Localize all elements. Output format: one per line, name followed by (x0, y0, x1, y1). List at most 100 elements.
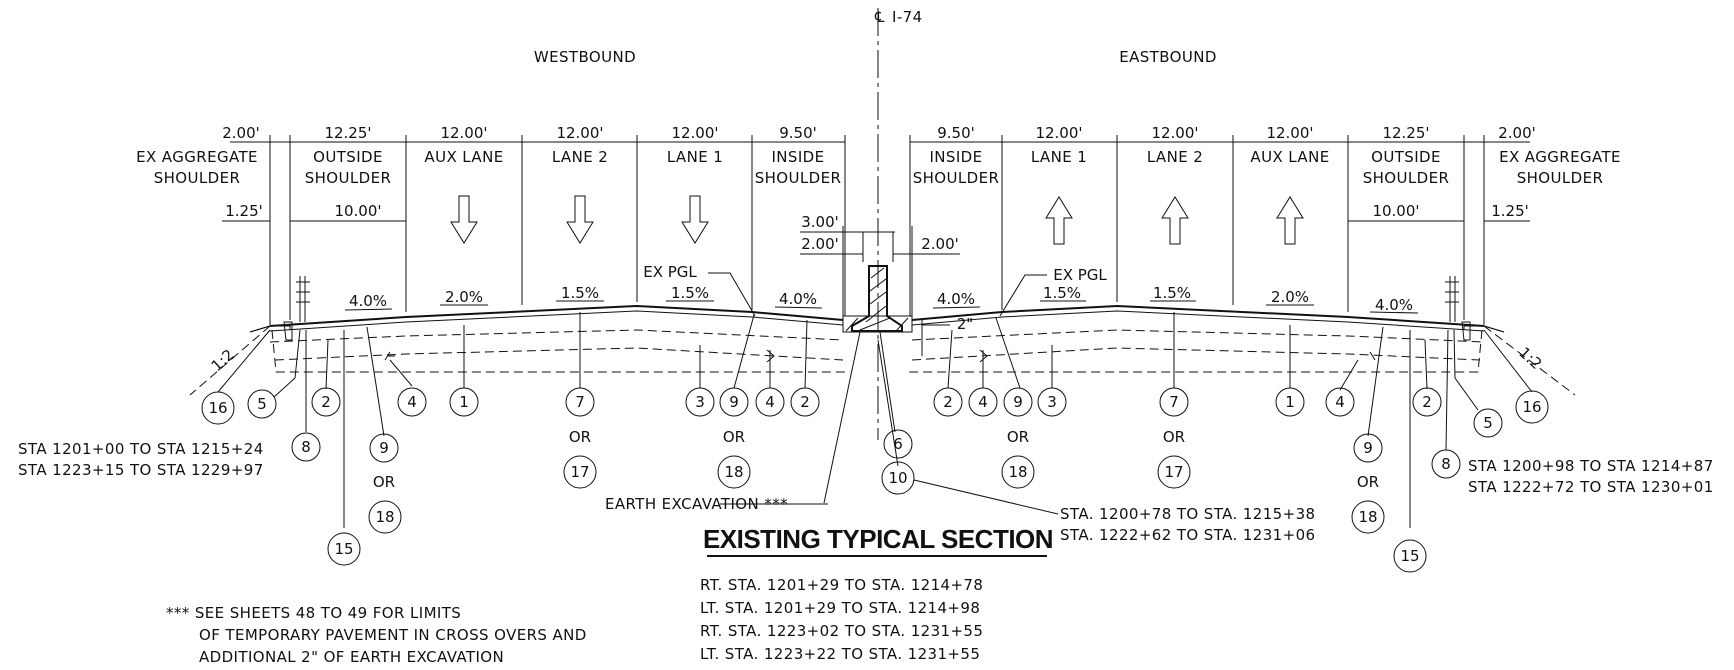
west-name-inside-2: SHOULDER (755, 169, 842, 187)
east-name-ex-aggregate-2: SHOULDER (1517, 169, 1604, 187)
or-west-outer: OR (373, 473, 395, 491)
east-slopes: 4.0% 1.5% 1.5% 2.0% 4.0% (932, 284, 1419, 314)
svg-text:8: 8 (301, 438, 311, 456)
callout-1-west: 1 (449, 387, 479, 417)
west-slope-aux: 2.0% (445, 288, 483, 306)
median-barrier (842, 265, 913, 333)
east-callouts: 2 4 9 3 OR 18 7 OR 17 1 4 9 OR 18 2 5 16… (933, 387, 1549, 573)
median-dim-3-00: 3.00' (801, 213, 839, 231)
west-name-lane-1: LANE 1 (667, 148, 723, 166)
east-dimensions: 9.50' 12.00' 12.00' 12.00' 12.25' 2.00' (937, 124, 1536, 142)
section-range-3: RT. STA. 1223+02 TO STA. 1231+55 (700, 622, 983, 640)
callout-4-east-outer: 4 (1325, 387, 1355, 417)
west-ex-pgl-leader (708, 272, 756, 317)
west-callouts: 16 5 2 8 4 9 OR 18 15 1 7 OR 17 3 9 OR 1… (201, 387, 915, 566)
callout-17-west: 17 (563, 455, 597, 489)
callout-15-west: 15 (327, 532, 361, 566)
west-slope-lane-1: 1.5% (671, 284, 709, 302)
east-subdim-10-00: 10.00' (1372, 202, 1419, 220)
west-lane-2-down-arrow (566, 195, 594, 244)
east-dimension-line (909, 135, 1530, 325)
centerline-symbol: ℄ (874, 8, 885, 26)
west-dim-lane-1: 12.00' (671, 124, 718, 142)
callout-8-east: 8 (1431, 449, 1461, 479)
callout-9-west-outer: 9 (369, 433, 399, 463)
west-subdim-1-25: 1.25' (225, 202, 263, 220)
svg-text:7: 7 (1169, 393, 1179, 411)
callout-15-east: 15 (1393, 539, 1427, 573)
callout-16-west: 16 (201, 391, 235, 425)
svg-text:18: 18 (375, 508, 394, 526)
west-subdimension: 1.25' 10.00' (222, 202, 406, 222)
or-west-inner: OR (723, 428, 745, 446)
east-name-lane-2: LANE 2 (1147, 148, 1203, 166)
west-dimensions: 2.00' 12.25' 12.00' 12.00' 12.00' 9.50' (222, 124, 817, 142)
west-name-outside-1: OUTSIDE (313, 148, 383, 166)
or-west-lane-2: OR (569, 428, 591, 446)
east-name-lane-1: LANE 1 (1031, 148, 1087, 166)
east-slope-aux: 2.0% (1271, 288, 1309, 306)
svg-text:1: 1 (1285, 393, 1295, 411)
callout-4-east-inner: 4 (968, 387, 998, 417)
callout-10-median: 10 (881, 461, 915, 495)
svg-text:9: 9 (1013, 393, 1023, 411)
west-lane-names: EX AGGREGATE SHOULDER OUTSIDE SHOULDER A… (136, 148, 841, 187)
section-range-2: LT. STA. 1201+29 TO STA. 1214+98 (700, 599, 980, 617)
eastbound-heading: EASTBOUND (1119, 48, 1217, 66)
svg-text:17: 17 (1164, 463, 1183, 481)
west-station-2: STA 1223+15 TO STA 1229+97 (18, 461, 264, 479)
callout-2-east-outer: 2 (1412, 387, 1442, 417)
pavement-profile (189, 276, 1576, 396)
west-station-notes: STA 1201+00 TO STA 1215+24 STA 1223+15 T… (18, 440, 264, 479)
svg-text:9: 9 (1363, 439, 1373, 457)
callout-18-east-outer: 18 (1351, 500, 1385, 534)
callout-7-west: 7 (565, 387, 595, 417)
east-ex-pgl-label: EX PGL (1053, 266, 1107, 284)
west-station-1: STA 1201+00 TO STA 1215+24 (18, 440, 264, 458)
west-subdim-10-00: 10.00' (334, 202, 381, 220)
or-east-outer: OR (1357, 473, 1379, 491)
west-name-ex-aggregate-2: SHOULDER (154, 169, 241, 187)
callout-16-east: 16 (1515, 390, 1549, 424)
svg-text:9: 9 (379, 439, 389, 457)
callout-4-west-inner: 4 (755, 387, 785, 417)
east-dim-ex-shoulder: 2.00' (1498, 124, 1536, 142)
svg-text:7: 7 (575, 393, 585, 411)
callout-18-east-inner: 18 (1001, 455, 1035, 489)
east-subdimension: 10.00' 1.25' (1348, 202, 1530, 222)
svg-text:18: 18 (1358, 508, 1377, 526)
median-station-2: STA. 1222+62 TO STA. 1231+06 (1060, 526, 1315, 544)
callout-2-east-inner: 2 (933, 387, 963, 417)
east-lane-1-up-arrow (1045, 196, 1073, 245)
svg-text:18: 18 (724, 463, 743, 481)
west-slope-lane-2: 1.5% (561, 284, 599, 302)
centerline-label: I-74 (892, 8, 923, 26)
east-ex-pgl-leader (999, 274, 1047, 317)
median-station-notes: STA. 1200+78 TO STA. 1215+38 STA. 1222+6… (1060, 505, 1315, 544)
svg-text:2: 2 (321, 393, 331, 411)
section-title-block: EXISTING TYPICAL SECTION RT. STA. 1201+2… (700, 524, 1054, 663)
svg-text:8: 8 (1441, 455, 1451, 473)
east-name-outside-1: OUTSIDE (1371, 148, 1441, 166)
east-station-notes: STA 1200+98 TO STA 1214+87 STA 1222+72 T… (1468, 457, 1713, 496)
callout-8-west: 8 (291, 432, 321, 462)
callout-3-west: 3 (685, 387, 715, 417)
callout-leaders (217, 312, 1533, 528)
east-slope-lane-1: 1.5% (1043, 284, 1081, 302)
svg-text:10: 10 (888, 469, 907, 487)
svg-text:17: 17 (570, 463, 589, 481)
callout-18-west-inner: 18 (717, 455, 751, 489)
median-dim-2-00-left: 2.00' (801, 235, 839, 253)
east-dim-inside-shoulder: 9.50' (937, 124, 975, 142)
svg-text:15: 15 (334, 540, 353, 558)
svg-text:9: 9 (729, 393, 739, 411)
east-aux-up-arrow (1276, 196, 1304, 245)
callout-7-east: 7 (1159, 387, 1189, 417)
svg-text:3: 3 (1047, 393, 1057, 411)
west-name-inside-1: INSIDE (771, 148, 824, 166)
west-dim-aux-lane: 12.00' (440, 124, 487, 142)
west-slope-inside: 4.0% (779, 290, 817, 308)
svg-text:16: 16 (1522, 398, 1541, 416)
svg-text:18: 18 (1008, 463, 1027, 481)
svg-text:5: 5 (257, 395, 267, 413)
